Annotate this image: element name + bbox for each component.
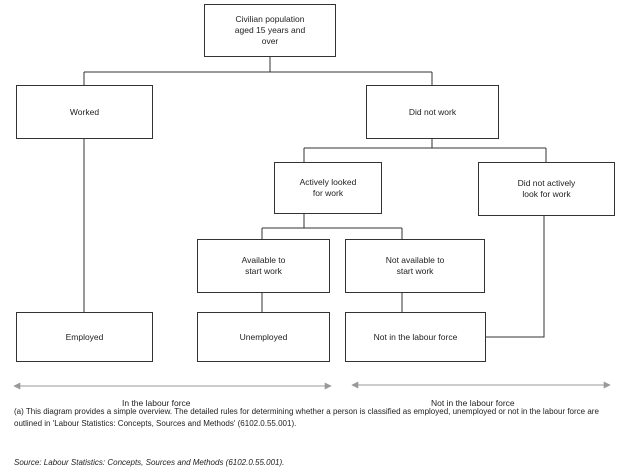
node-available: Available to start work — [197, 239, 330, 293]
node-employed: Employed — [16, 312, 153, 362]
node-not-available: Not available to start work — [345, 239, 485, 293]
node-civilian-population: Civilian population aged 15 years and ov… — [204, 4, 336, 57]
node-actively-looked: Actively looked for work — [274, 162, 382, 214]
node-did-not-work: Did not work — [366, 85, 499, 139]
node-unemployed: Unemployed — [197, 312, 330, 362]
source-note: Source: Labour Statistics: Concepts, Sou… — [14, 458, 285, 467]
node-not-in-labour-force: Not in the labour force — [345, 312, 486, 362]
footnote: (a) This diagram provides a simple overv… — [14, 407, 599, 428]
node-worked: Worked — [16, 85, 153, 139]
not-in-labour-force-label: Not in the labour force — [431, 398, 515, 408]
connector-not-actively-nilf — [486, 216, 545, 338]
in-labour-force-label: In the labour force — [122, 398, 191, 408]
node-did-not-actively-look: Did not actively look for work — [478, 162, 615, 216]
